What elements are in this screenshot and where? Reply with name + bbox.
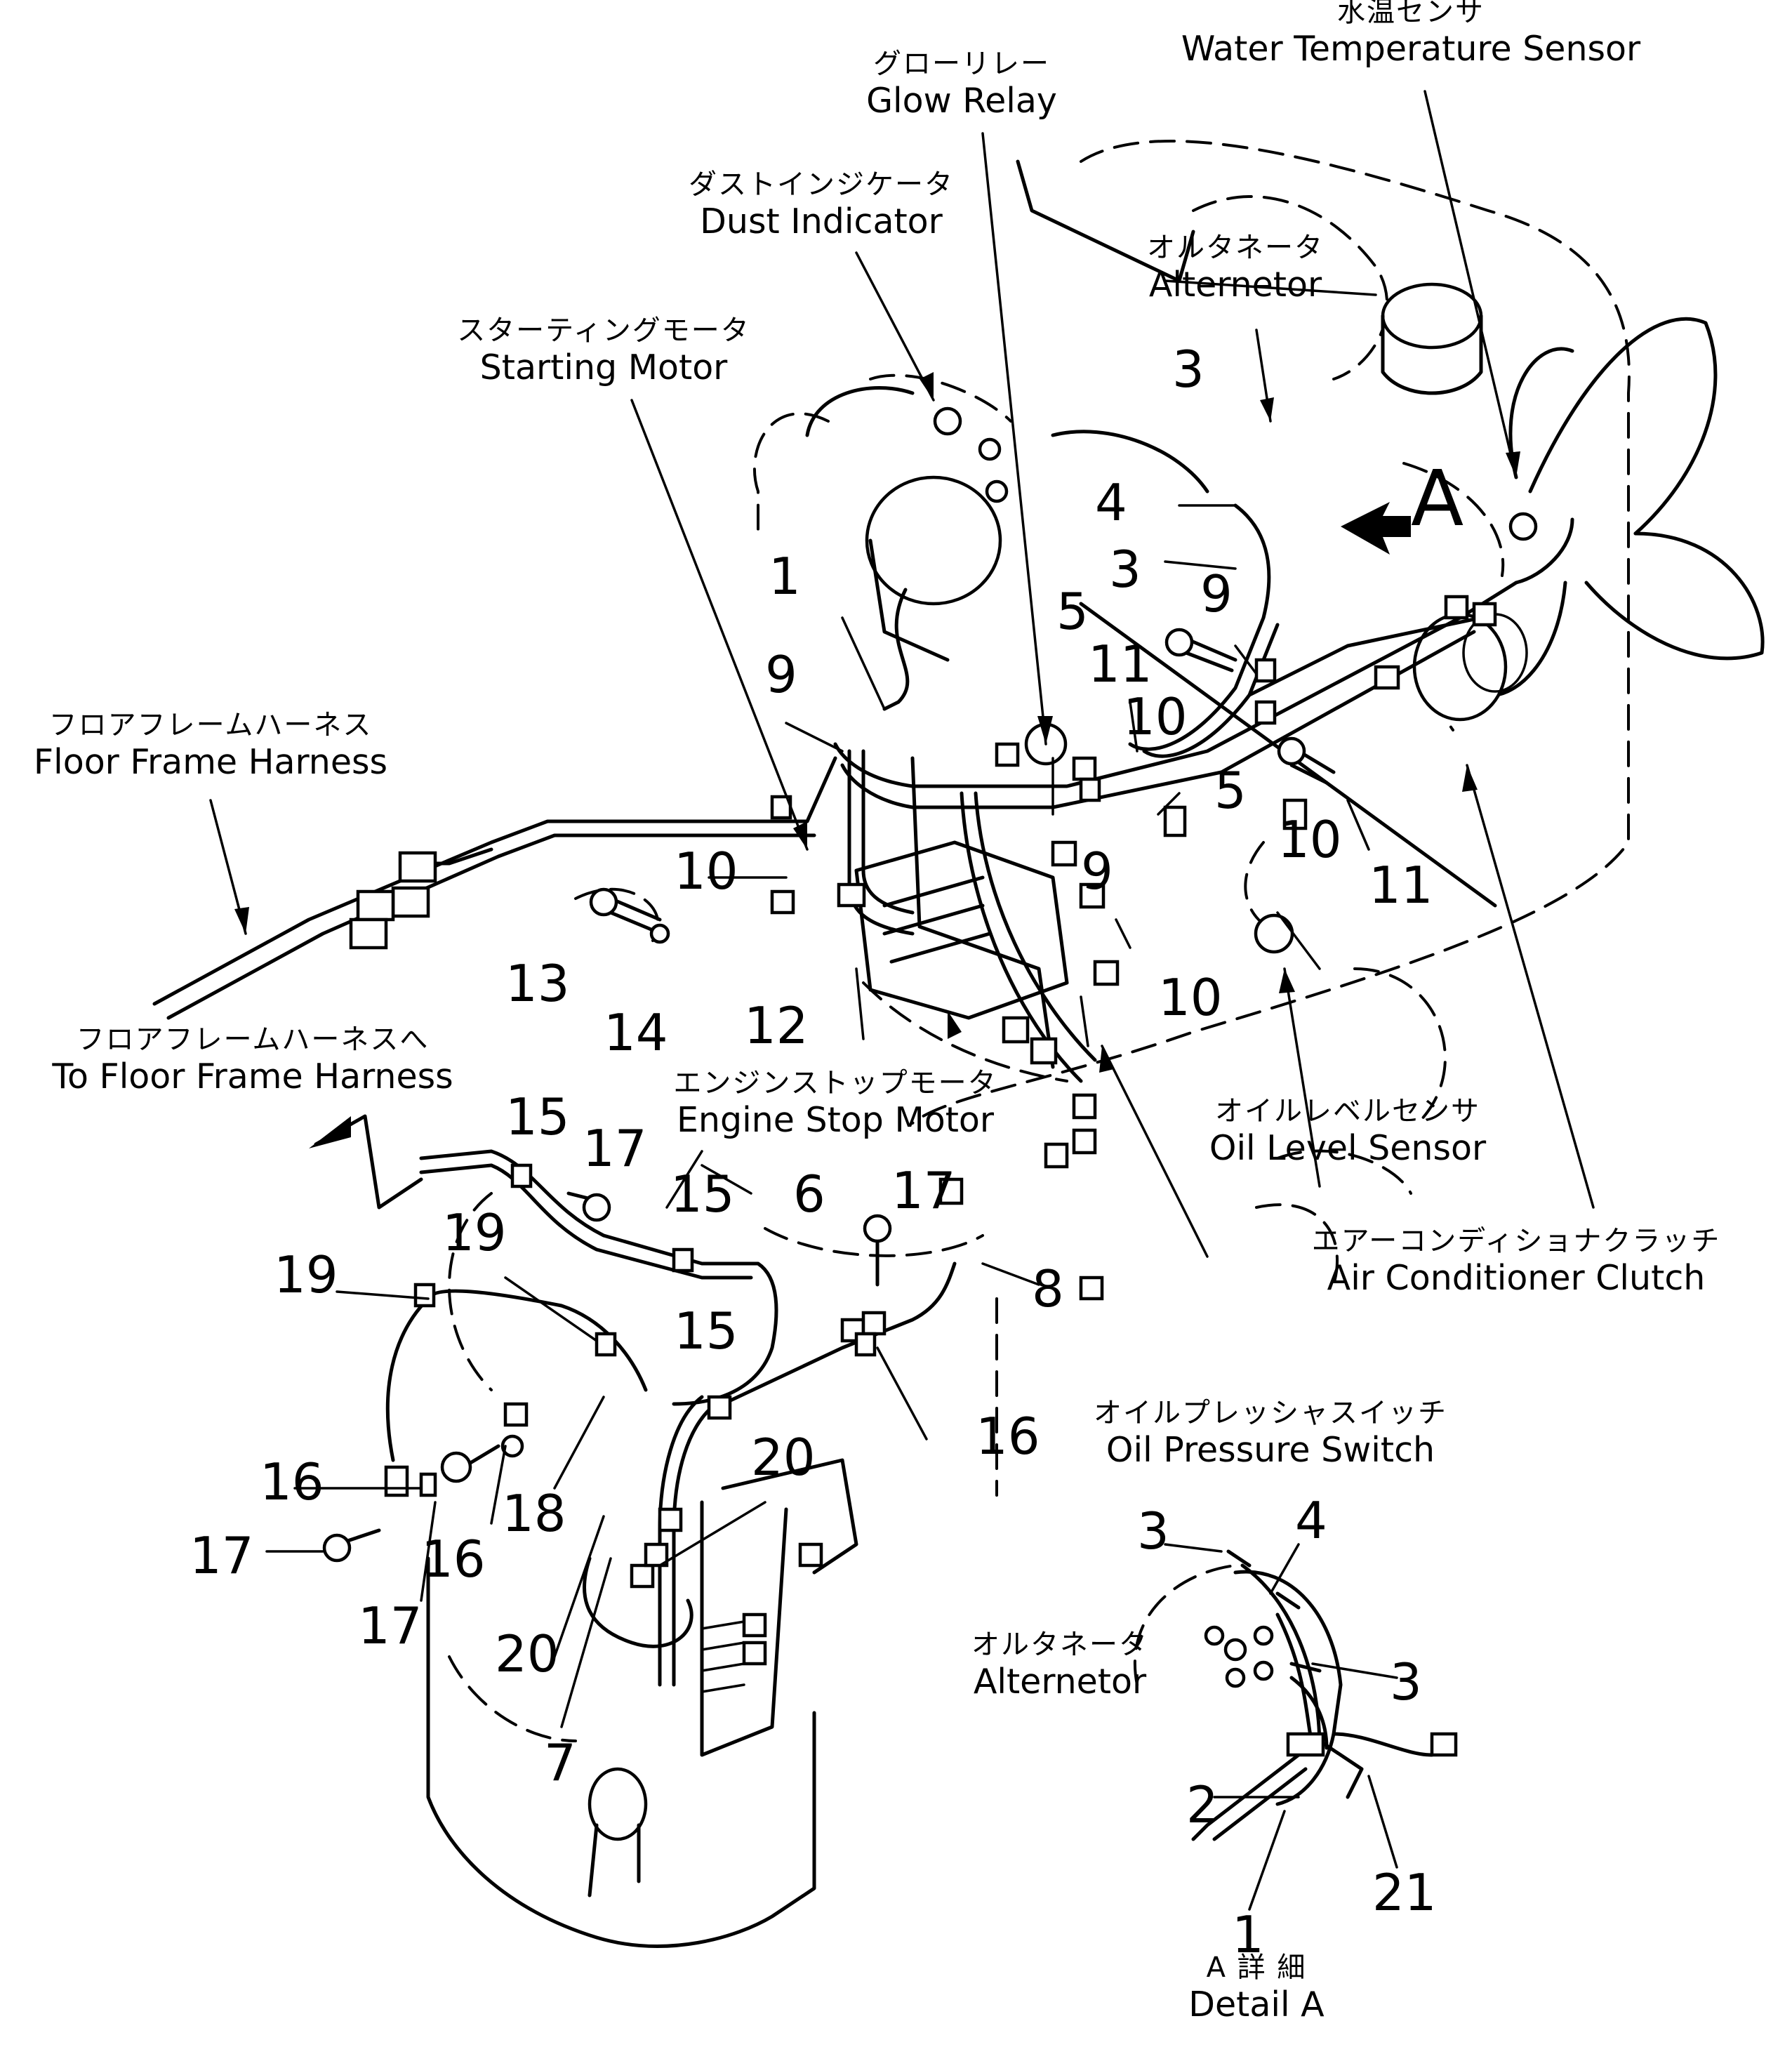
label-ja: オイルプレッシャスイッチ	[1094, 1397, 1447, 1429]
callout-19: 19	[274, 1245, 338, 1304]
label-en: To Floor Frame Harness	[52, 1056, 453, 1097]
label-en: Oil Pressure Switch	[1106, 1430, 1435, 1471]
callout-17: 17	[358, 1596, 423, 1655]
view-marker: A	[1411, 453, 1464, 543]
label-oil-pressure-switch: オイルプレッシャスイッチ Oil Pressure Switch	[1067, 1397, 1474, 1471]
callout-12: 12	[744, 996, 809, 1055]
callout-6: 6	[793, 1165, 825, 1224]
callout-10: 10	[674, 842, 738, 901]
label-ja: エアーコンディショナクラッチ	[1311, 1225, 1721, 1257]
callout-18: 18	[502, 1484, 566, 1543]
label-water-temp-sensor: 水温センサ Water Temperature Sensor	[1158, 0, 1664, 69]
arrowheads	[234, 372, 1520, 1073]
callout-10: 10	[1123, 687, 1188, 746]
label-en: Oil Level Sensor	[1209, 1128, 1487, 1169]
label-en: Detail A	[1188, 1985, 1325, 2025]
callout-8: 8	[1032, 1259, 1064, 1318]
flywheel-housing	[426, 1458, 858, 1948]
label-glow-relay: グローリレー Glow Relay	[828, 48, 1095, 121]
callout-15: 15	[670, 1165, 735, 1224]
label-en: Alternetor	[973, 1662, 1147, 1702]
label-ja: フロアフレームハーネス	[48, 709, 373, 741]
label-en: Dust Indicator	[700, 201, 943, 242]
cooling-fan	[1479, 317, 1765, 698]
callout-9: 9	[1200, 564, 1233, 623]
callout-9: 9	[765, 645, 797, 704]
callout-19: 19	[442, 1203, 507, 1262]
label-detail-a: A 詳 細 Detail A	[1151, 1952, 1362, 2025]
label-detail-alternator: オルタネータ Alternetor	[955, 1629, 1165, 1702]
callout-1: 1	[769, 547, 801, 606]
label-ja: A 詳 細	[1206, 1952, 1307, 1984]
callout-7: 7	[544, 1733, 576, 1792]
callout-16: 16	[976, 1407, 1040, 1466]
callout-14: 14	[604, 1003, 668, 1062]
label-en: Floor Frame Harness	[33, 742, 388, 783]
callout-20: 20	[495, 1624, 559, 1683]
callout-16: 16	[421, 1530, 486, 1589]
label-dust-indicator: ダストインジケータ Dust Indicator	[646, 168, 997, 242]
callout-3: 3	[1137, 1502, 1169, 1561]
label-engine-stop-motor: エンジンストップモータ Engine Stop Motor	[639, 1067, 1032, 1141]
label-ja: オイルレベルセンサ	[1215, 1095, 1480, 1127]
callout-3: 3	[1390, 1652, 1422, 1711]
callout-17: 17	[891, 1161, 956, 1220]
leader-lines	[209, 90, 1595, 1911]
callout-5: 5	[1214, 761, 1247, 820]
callout-11: 11	[1088, 635, 1153, 694]
floor-harness	[152, 756, 837, 1020]
label-floor-frame-harness: フロアフレームハーネス Floor Frame Harness	[0, 709, 421, 783]
label-en: Alternetor	[1148, 265, 1322, 305]
callout-13: 13	[505, 954, 570, 1013]
label-to-floor-frame-harness: フロアフレームハーネスへ To Floor Frame Harness	[21, 1023, 484, 1097]
callout-5: 5	[1056, 582, 1089, 641]
label-ja: オルタネータ	[971, 1629, 1148, 1661]
callout-9: 9	[1081, 842, 1113, 901]
label-ja: ダストインジケータ	[689, 168, 954, 201]
callout-4: 4	[1095, 473, 1127, 532]
label-alternator: オルタネータ Alternetor	[1102, 232, 1369, 305]
label-air-conditioner-clutch: エアーコンディショナクラッチ Air Conditioner Clutch	[1277, 1225, 1755, 1299]
engine-block	[910, 756, 1055, 1069]
callout-3: 3	[1109, 540, 1141, 599]
label-en: Engine Stop Motor	[676, 1100, 995, 1141]
label-ja: エンジンストップモータ	[673, 1067, 997, 1099]
air-cleaner	[865, 475, 1002, 606]
label-ja: 水温センサ	[1337, 0, 1485, 28]
label-ja: オルタネータ	[1147, 232, 1324, 264]
label-starting-motor: スターティングモータ Starting Motor	[421, 314, 786, 388]
label-en: Glow Relay	[866, 81, 1057, 121]
floor-harness-break-arrow	[314, 1114, 423, 1210]
engine-outline	[911, 140, 1631, 1125]
bolts	[322, 628, 1336, 1563]
callout-17: 17	[583, 1119, 647, 1178]
callout-1: 1	[1232, 1905, 1264, 1964]
callout-3: 3	[1172, 340, 1204, 399]
label-oil-level-sensor: オイルレベルセンサ Oil Level Sensor	[1179, 1095, 1516, 1169]
filler-cap	[1381, 282, 1483, 350]
callout-11: 11	[1369, 856, 1433, 915]
label-en: Starting Motor	[479, 347, 728, 388]
label-en: Water Temperature Sensor	[1181, 29, 1641, 69]
view-a-arrow	[1341, 502, 1411, 555]
callout-10: 10	[1277, 810, 1342, 869]
clamps	[413, 658, 1277, 1497]
callout-20: 20	[751, 1428, 816, 1487]
label-ja: スターティングモータ	[457, 314, 750, 347]
callout-21: 21	[1372, 1863, 1437, 1922]
callout-16: 16	[260, 1452, 324, 1511]
callout-4: 4	[1295, 1491, 1327, 1550]
callout-17: 17	[190, 1526, 254, 1585]
label-ja: グローリレー	[873, 48, 1050, 80]
callout-15: 15	[674, 1301, 738, 1360]
label-en: Air Conditioner Clutch	[1327, 1258, 1706, 1299]
label-ja: フロアフレームハーネスへ	[76, 1023, 430, 1056]
callout-10: 10	[1158, 968, 1223, 1027]
callout-15: 15	[505, 1087, 570, 1146]
harness-lower	[384, 1149, 957, 1687]
callout-2: 2	[1186, 1775, 1219, 1834]
